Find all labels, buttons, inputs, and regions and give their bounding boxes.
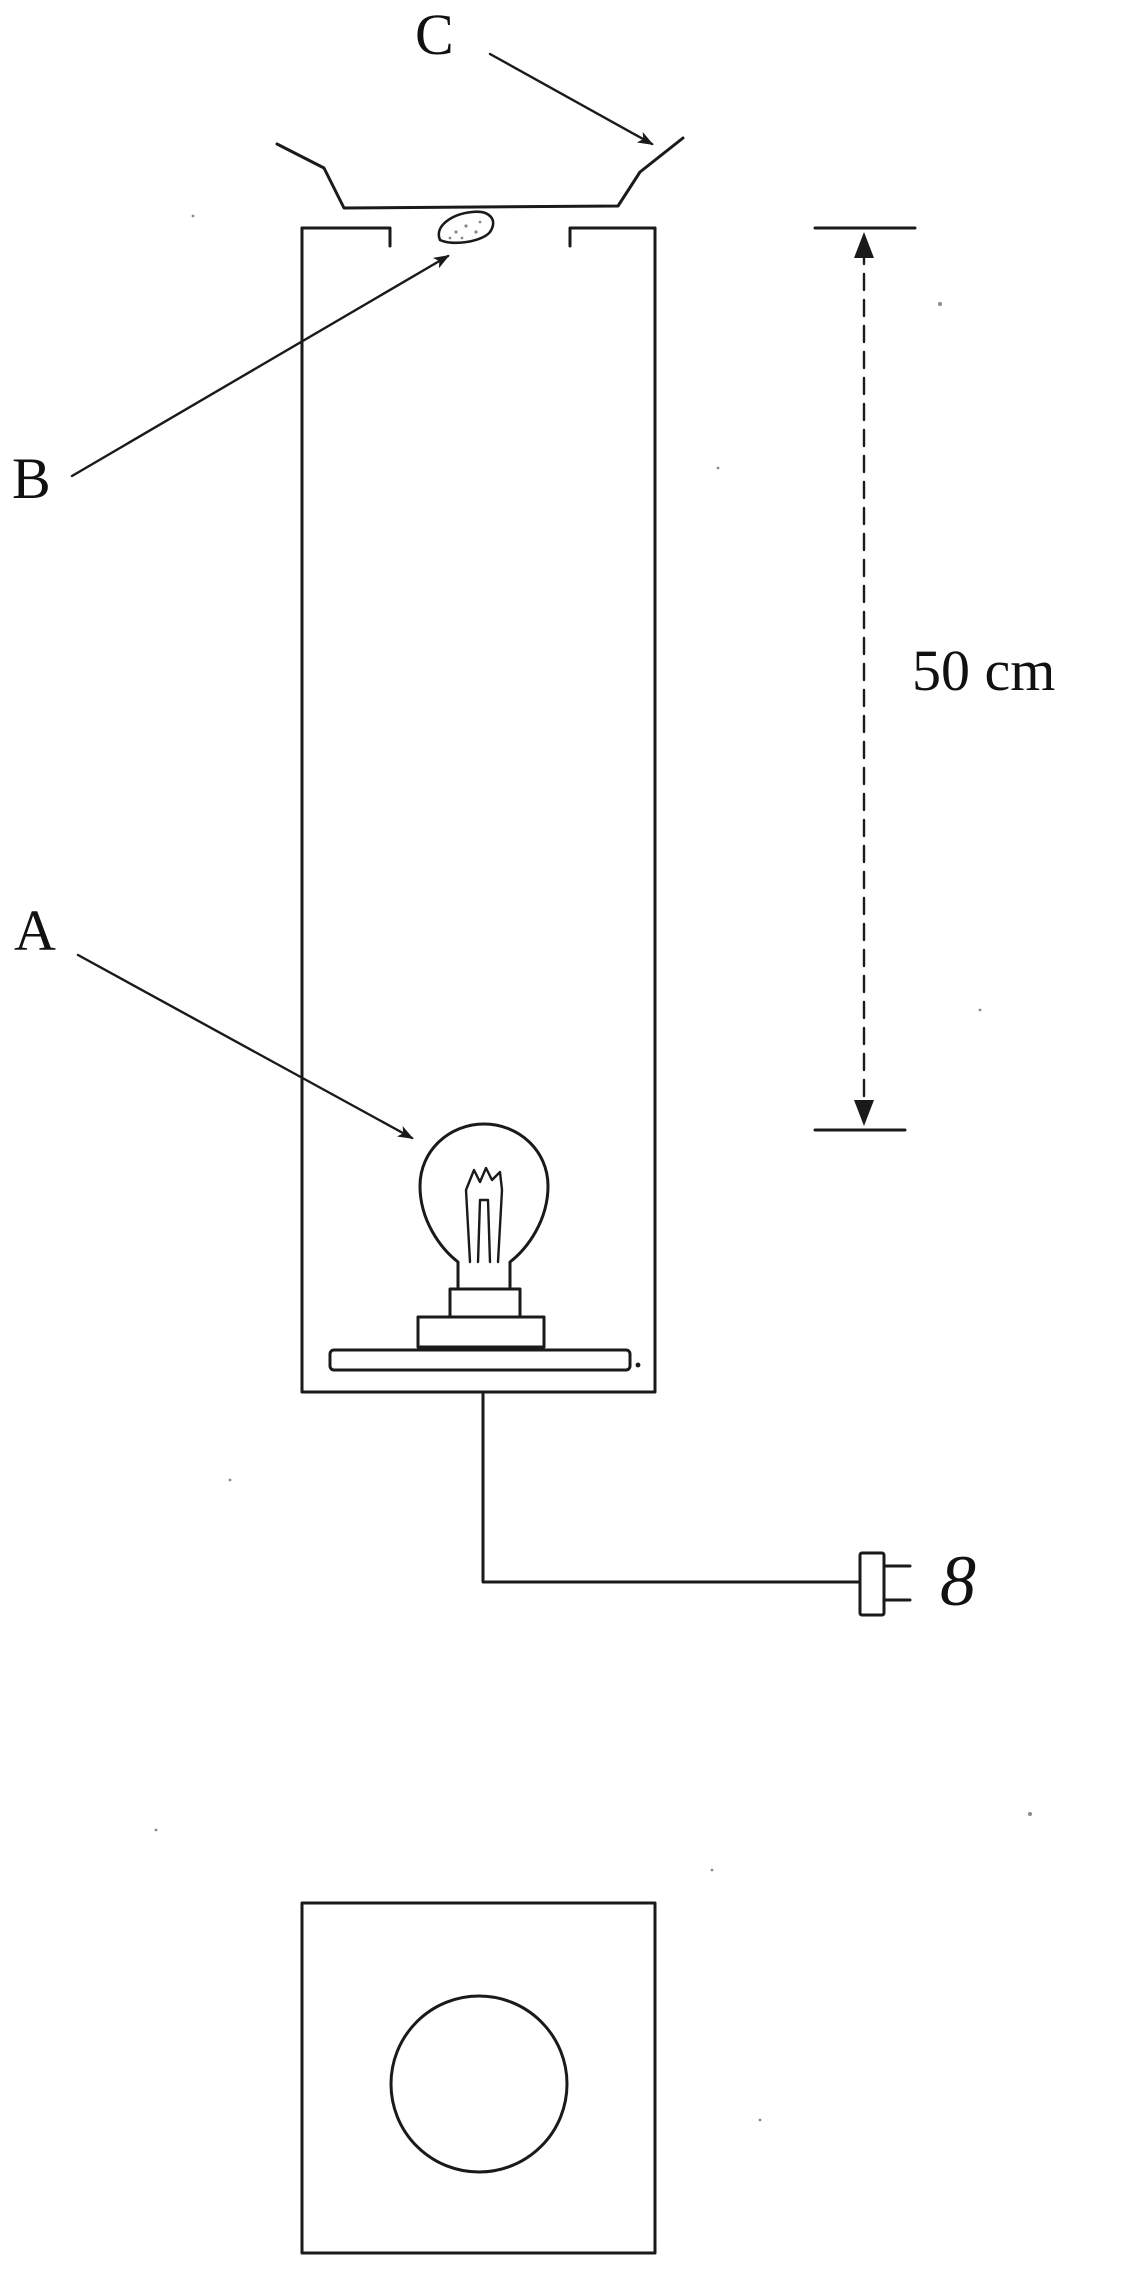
arrow-to-b (70, 254, 450, 478)
label-a: A (14, 898, 56, 963)
arrow-to-a (76, 953, 414, 1140)
sample-seed (437, 210, 495, 245)
arrow-to-c (488, 52, 654, 146)
dimension-label: 50 cm (912, 638, 1055, 703)
plug-mark: 8 (940, 1541, 976, 1621)
light-bulb-icon (328, 1122, 641, 1372)
label-b: B (12, 446, 51, 511)
tall-box (300, 226, 657, 1394)
dimension-indicator (813, 226, 917, 1132)
top-view (300, 1901, 657, 2255)
power-cord (481, 1390, 862, 1584)
label-c: C (415, 2, 454, 67)
tray (275, 136, 685, 210)
plug-icon (858, 1551, 912, 1617)
scan-specks (154, 214, 1032, 2122)
